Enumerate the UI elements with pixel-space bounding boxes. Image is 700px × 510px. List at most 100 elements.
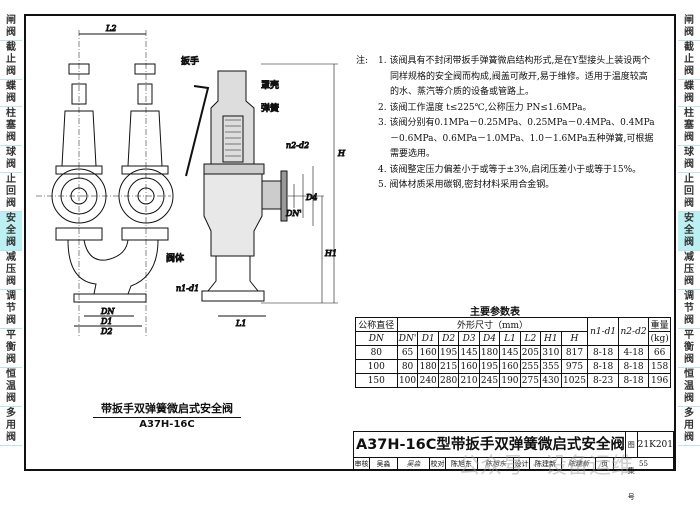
table-cell: 1025 — [560, 373, 589, 388]
check-label: 校对 — [430, 458, 446, 470]
side-tab[interactable]: 安全阀 — [0, 212, 22, 251]
label-L2: L2 — [105, 24, 116, 33]
side-tab-label: 减压阀 — [6, 252, 16, 287]
side-tab-label: 球阀 — [6, 147, 16, 170]
side-tab[interactable]: 止回阀 — [678, 173, 700, 212]
table-cell: 210 — [458, 373, 480, 388]
label-n1d1: n1-d1 — [176, 284, 199, 293]
note-item: 4. 该阀整定压力偏差小于或等于±3%,启闭压差小于或等于15%。 — [378, 164, 642, 175]
side-tab-label: 柱塞阀 — [6, 108, 16, 143]
side-tab[interactable]: 多用阀 — [678, 407, 700, 446]
side-tab-label: 多用阀 — [684, 408, 694, 443]
table-cell: 275 — [519, 373, 542, 388]
th-sub: L2 — [519, 331, 542, 346]
side-tab[interactable]: 止回阀 — [0, 173, 22, 212]
label-D4: D4 — [305, 193, 318, 202]
side-tab-label: 安全阀 — [684, 213, 694, 248]
table-cell: 4-18 — [617, 345, 650, 360]
table-cell: 80 — [355, 345, 398, 360]
label-spring: 弹簧 — [261, 102, 279, 114]
side-tab[interactable]: 平衡阀 — [0, 329, 22, 368]
table-cell: 205 — [519, 345, 542, 360]
table-cell: 160 — [458, 359, 480, 374]
table-cell: 8-18 — [617, 373, 650, 388]
side-tabs-left: 闸阀截止阀蝶阀柱塞阀球阀止回阀安全阀减压阀调节阀平衡阀恒温阀多用阀 — [0, 14, 22, 446]
side-tab[interactable]: 调节阀 — [0, 290, 22, 329]
table-cell: 280 — [437, 373, 460, 388]
table-cell: 355 — [540, 359, 562, 374]
label-DN: DN — [100, 307, 115, 316]
side-tab-label: 闸阀 — [684, 15, 694, 38]
reviewer-signature: 吴淼 — [398, 458, 430, 470]
label-DNp: DN' — [285, 209, 302, 218]
th-weight: 重量 — [648, 317, 671, 332]
th-weight-unit: (kg) — [648, 331, 671, 346]
side-tab[interactable]: 闸阀 — [0, 14, 22, 41]
table-cell: 160 — [417, 345, 439, 360]
checker-signature: 陈旭东 — [478, 458, 514, 470]
table-cell: 160 — [499, 359, 521, 374]
table-cell: 255 — [519, 359, 542, 374]
side-tab-label: 调节阀 — [684, 291, 694, 326]
table-cell: 196 — [648, 373, 671, 388]
side-tab-label: 安全阀 — [6, 213, 16, 248]
side-tab[interactable]: 柱塞阀 — [678, 107, 700, 146]
table-cell: 195 — [437, 345, 460, 360]
label-L1: L1 — [235, 319, 246, 328]
notes: 注: 1. 该阀具有不封闭带扳手弹簧微启结构形式,是在Y型接头上装设两个同样规格… — [356, 54, 656, 194]
side-tab[interactable]: 恒温阀 — [0, 368, 22, 407]
side-tab[interactable]: 调节阀 — [678, 290, 700, 329]
table-cell: 240 — [417, 373, 439, 388]
side-tab[interactable]: 恒温阀 — [678, 368, 700, 407]
note-item: 1. 该阀具有不封闭带扳手弹簧微启结构形式,是在Y型接头上装设两个同样规格的安全… — [378, 56, 651, 97]
label-wrench: 扳手 — [181, 55, 199, 67]
side-tab[interactable]: 球阀 — [0, 146, 22, 173]
label-H1: H1 — [324, 249, 337, 258]
table-cell: 66 — [648, 345, 671, 360]
th-sub: L1 — [499, 331, 521, 346]
side-tab[interactable]: 截止阀 — [0, 41, 22, 80]
side-tab[interactable]: 蝶阀 — [678, 80, 700, 107]
watermark: 公众号 · 设备运维 — [458, 454, 633, 479]
dimension-lines — [261, 63, 338, 304]
page-label: 页 — [596, 458, 614, 470]
title-block: A37H-16C型带扳手双弹簧微启式安全阀 图集号 21K201 审核 吴淼 吴… — [353, 431, 674, 501]
side-tab[interactable]: 闸阀 — [678, 14, 700, 41]
side-tab[interactable]: 减压阀 — [678, 251, 700, 290]
table-cell: 145 — [458, 345, 480, 360]
valve-drawing: L2 L1 H H1 DN D1 D2 D4 DN' n1-d1 n2-d2 扳… — [36, 24, 347, 337]
side-tab[interactable]: 平衡阀 — [678, 329, 700, 368]
side-tab-label: 止回阀 — [6, 174, 16, 209]
table-cell: 145 — [499, 345, 521, 360]
drawing-frame — [24, 14, 676, 471]
side-tab[interactable]: 蝶阀 — [0, 80, 22, 107]
table-cell: 310 — [540, 345, 562, 360]
side-tab[interactable]: 柱塞阀 — [0, 107, 22, 146]
side-tab-label: 多用阀 — [6, 408, 16, 443]
table-title: 主要参数表 — [470, 307, 520, 318]
checker: 陈旭东 — [446, 458, 478, 470]
side-tab[interactable]: 安全阀 — [678, 212, 700, 251]
table-cell: 8-18 — [617, 359, 650, 374]
note-item: 3. 该阀分别有0.1MPa－0.25MPa、0.25MPa－0.4MPa、0.… — [378, 118, 655, 159]
th-dims: 外形尺寸（mm） — [396, 317, 589, 332]
table-cell: 8-18 — [587, 359, 619, 374]
drawing-caption: 带扳手双弹簧微启式安全阀 A37H-16C — [93, 400, 241, 430]
th-sub: H1 — [540, 331, 562, 346]
th-n1d1: n1-d1 — [587, 317, 619, 346]
side-tab[interactable]: 多用阀 — [0, 407, 22, 446]
notes-label: 注: — [356, 56, 369, 66]
side-tab-label: 闸阀 — [6, 15, 16, 38]
th-sub: DN' — [396, 331, 419, 346]
side-tab[interactable]: 减压阀 — [0, 251, 22, 290]
side-tab-label: 调节阀 — [6, 291, 16, 326]
designer-signature: 陈建新 — [562, 458, 596, 470]
side-tab[interactable]: 截止阀 — [678, 41, 700, 80]
side-tab[interactable]: 球阀 — [678, 146, 700, 173]
double-valve-front-view — [36, 30, 174, 336]
table-cell: 100 — [396, 373, 419, 388]
th-sub: D4 — [478, 331, 501, 346]
atlas-number: 21K201 — [636, 432, 673, 457]
